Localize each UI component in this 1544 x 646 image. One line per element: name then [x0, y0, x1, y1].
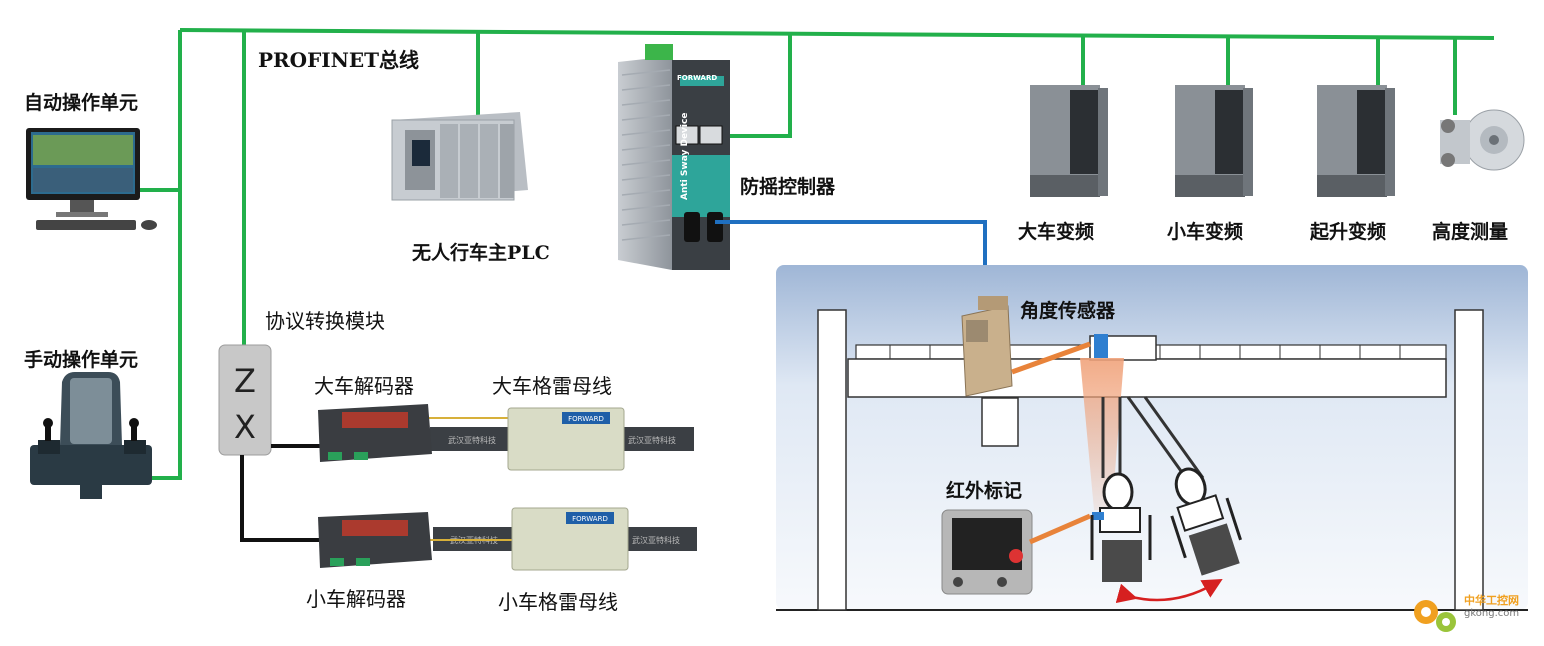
- decoder-cables: [240, 444, 320, 542]
- small-decoder-label: 小车解码器: [306, 587, 406, 611]
- antenna-big-brand: FORWARD: [568, 415, 604, 423]
- height-label: 高度测量: [1432, 221, 1509, 243]
- manual-console-icon: [30, 372, 152, 499]
- decoder-big-icon: [318, 404, 432, 462]
- hoist-vfd-label: 起升变频: [1310, 221, 1387, 243]
- auto-unit-label: 自动操作单元: [24, 92, 139, 114]
- anti-sway-label: 防摇控制器: [740, 176, 836, 198]
- vfd-big-icon: [1030, 85, 1108, 197]
- vfd-small-icon: [1175, 85, 1253, 197]
- anti-sway-controller-icon: [618, 44, 730, 270]
- rail-big-tag-right: 武汉亚特科技: [628, 435, 676, 445]
- angle-sensor-pointer: [1011, 341, 1091, 375]
- zx-letter-bottom: X: [234, 408, 256, 446]
- profinet-bus-label: PROFINET总线: [258, 48, 420, 72]
- converter-label: 协议转换模块: [265, 309, 385, 333]
- plc-icon: [391, 112, 528, 201]
- small-vfd-label: 小车变频: [1167, 221, 1244, 243]
- gkong-watermark: 中华工控网 gkong.com: [1408, 590, 1544, 640]
- ir-marker-icon: [941, 509, 1033, 595]
- watermark-line1: 中华工控网: [1464, 594, 1519, 607]
- graybus-antenna-small-icon: FORWARD: [511, 507, 629, 571]
- angle-sensor-icon: [961, 296, 1013, 397]
- crane-scene: [776, 265, 1528, 611]
- profinet-bus: [140, 28, 1495, 480]
- vfd-hoist-icon: [1317, 85, 1395, 197]
- big-decoder-label: 大车解码器: [314, 374, 414, 398]
- anti-sway-side-text: Anti Sway Device: [680, 112, 690, 200]
- angle-sensor-label: 角度传感器: [1020, 300, 1116, 322]
- big-vfd-label: 大车变频: [1018, 221, 1095, 243]
- small-bus-label: 小车格雷母线: [498, 590, 618, 614]
- anti-sway-brand: FORWARD: [677, 74, 718, 82]
- watermark-line2: gkong.com: [1464, 608, 1520, 619]
- height-encoder-icon: [1440, 109, 1525, 171]
- big-bus-label: 大车格雷母线: [492, 374, 612, 398]
- antenna-small-brand: FORWARD: [572, 515, 608, 523]
- rail-small-tag-right: 武汉亚特科技: [632, 535, 680, 545]
- decoder-small-icon: [318, 512, 432, 568]
- ir-marker-pointer: [1029, 513, 1091, 545]
- workstation-icon: [26, 128, 157, 230]
- zx-letter-top: Z: [234, 362, 256, 400]
- ir-mark-label: 红外标记: [946, 480, 1023, 502]
- manual-unit-label: 手动操作单元: [24, 349, 139, 371]
- graybus-antenna-big-icon: FORWARD: [507, 407, 625, 471]
- gear-logo-icon: [1414, 600, 1456, 632]
- zx-converter: Z X: [218, 344, 272, 456]
- plc-label: 无人行车主PLC: [412, 242, 550, 264]
- rail-big-tag-left: 武汉亚特科技: [448, 435, 496, 445]
